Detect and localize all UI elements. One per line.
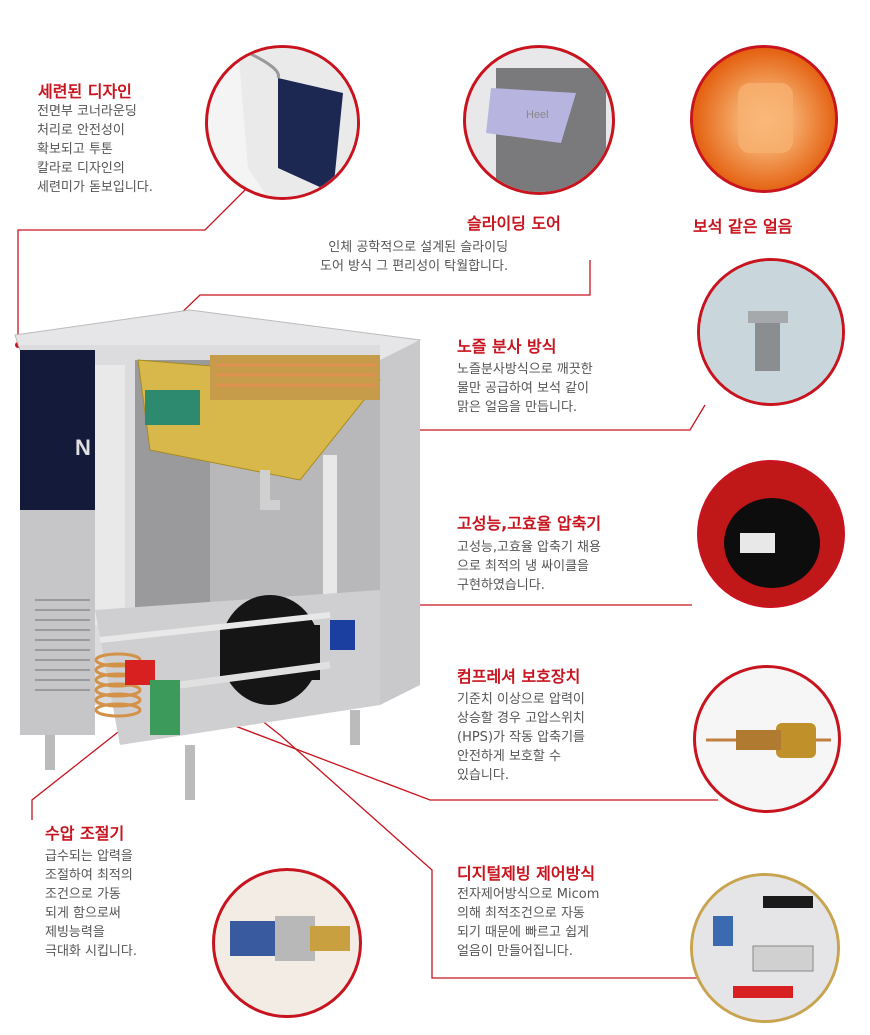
front-label: N [75, 435, 91, 460]
pressure-switch-icon [706, 723, 831, 758]
design-desc: 전면부 코너라운딩 처리로 안전성이 확보되고 투톤 칼라로 디자인의 세련미가… [37, 104, 153, 195]
sliding-door-desc: 인체 공학적으로 설계된 슬라이딩 도어 방식 그 편리성이 탁월합니다. [320, 240, 509, 274]
sliding-door-title: 슬라이딩 도어 [467, 214, 561, 233]
water-pressure-title: 수압 조절기 [45, 824, 125, 843]
digital-control-circle-image [690, 873, 840, 1023]
ice-cube-icon [693, 48, 835, 190]
compressor-circle-image [697, 460, 845, 608]
compressor-title: 고성능,고효율 압축기 [457, 514, 602, 533]
sliding-door-circle-image: Heel [463, 45, 615, 195]
digital-control-title: 디지털제빙 제어방식 [457, 864, 596, 883]
digital-control-desc: 전자제어방식으로 Micom 의해 최적조건으로 자동 되기 때문에 빠르고 쉽… [457, 887, 600, 959]
jewel-ice-title: 보석 같은 얼음 [693, 217, 793, 236]
design-circle-image [205, 45, 360, 200]
water-valve-icon [230, 916, 350, 961]
protection-desc: 기준치 이상으로 압력이 상승할 경우 고압스위치 (HPS)가 작동 압축기를… [457, 692, 585, 783]
ice-machine-illustration: N [14, 309, 422, 800]
spray-desc: 노즐분사방식으로 깨끗한 물만 공급하여 보석 같이 맑은 얼음을 만듭니다. [457, 362, 593, 415]
design-title: 세련된 디자인 [38, 82, 132, 101]
front-corner-icon [237, 48, 357, 197]
nozzle-icon [700, 261, 842, 403]
protection-circle-image [693, 665, 841, 813]
circuit-board-icon [693, 876, 837, 1020]
door-logo: Heel [526, 109, 549, 121]
compressor-icon [700, 463, 842, 605]
spray-title: 노즐 분사 방식 [457, 337, 557, 356]
water-pressure-desc: 급수되는 압력을 조절하여 최적의 조건으로 가동 되게 함으로써 제빙능력을 … [45, 849, 137, 959]
spray-circle-image [697, 258, 845, 406]
jewel-ice-circle-image [690, 45, 838, 193]
protection-title: 컴프레셔 보호장치 [457, 667, 581, 686]
water-pressure-circle-image [212, 868, 362, 1018]
compressor-desc: 고성능,고효율 압축기 채용 으로 최적의 냉 싸이클을 구현하였습니다. [457, 540, 601, 593]
sliding-door-icon: Heel [486, 68, 606, 192]
